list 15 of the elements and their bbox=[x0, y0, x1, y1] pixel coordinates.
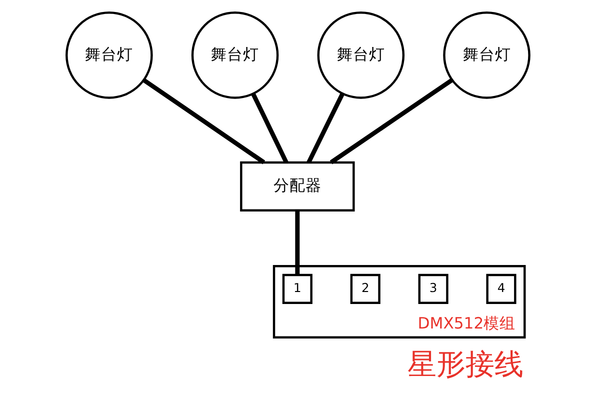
node-circle: 舞台灯 bbox=[443, 12, 530, 99]
node-circle: 舞台灯 bbox=[66, 12, 153, 99]
connector bbox=[142, 78, 266, 164]
node-box: 4 bbox=[486, 274, 516, 304]
caption: 星形接线 bbox=[408, 346, 524, 381]
connector bbox=[251, 93, 288, 164]
connector bbox=[306, 93, 344, 164]
node-circle: 舞台灯 bbox=[191, 12, 279, 99]
node-box: 分配器 bbox=[240, 161, 355, 212]
node-circle: 舞台灯 bbox=[317, 12, 405, 99]
connector bbox=[330, 78, 453, 164]
connector bbox=[295, 210, 300, 275]
node-box: 3 bbox=[418, 274, 448, 304]
node-box: 2 bbox=[350, 274, 380, 304]
node-box: 1 bbox=[282, 274, 312, 304]
